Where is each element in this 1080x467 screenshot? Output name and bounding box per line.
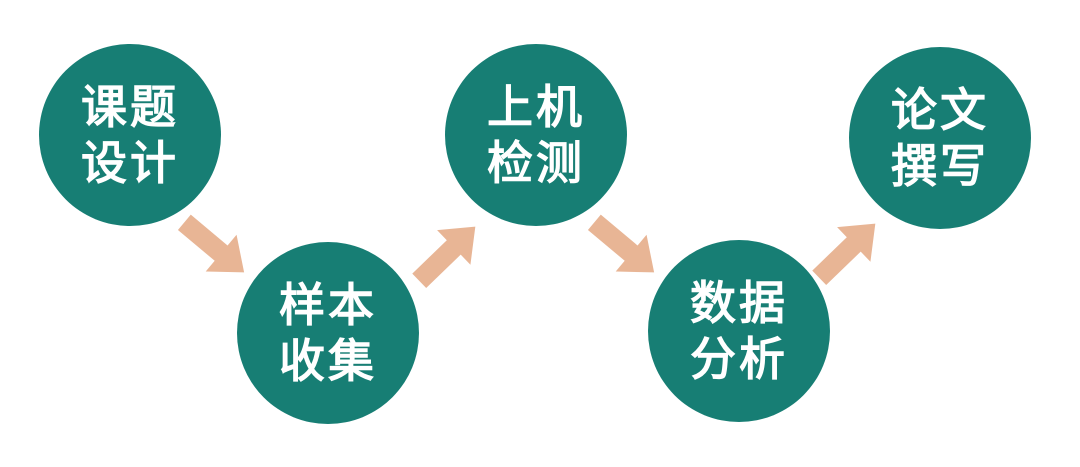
step-data-analysis: 数据 分析: [648, 240, 830, 422]
step-label-line1: 课题: [81, 80, 179, 134]
step-label-line2: 撰写: [891, 139, 989, 193]
step-label-line1: 上机: [487, 80, 585, 134]
step-label-line1: 数据: [690, 276, 788, 330]
step-machine-testing: 上机 检测: [445, 44, 627, 226]
step-label-line1: 样本: [279, 278, 377, 332]
step-paper-writing: 论文 撰写: [849, 47, 1031, 229]
step-sample-collection: 样本 收集: [237, 242, 419, 424]
step-label-line2: 检测: [487, 136, 585, 190]
arrow-down-right-icon: [177, 214, 245, 273]
arrow-up-right-icon: [412, 226, 476, 288]
step-label-line2: 设计: [81, 136, 179, 190]
step-label-line2: 分析: [690, 332, 788, 386]
step-label-line2: 收集: [279, 334, 377, 388]
step-label-line1: 论文: [891, 83, 989, 137]
step-topic-design: 课题 设计: [39, 44, 221, 226]
arrow-down-right-icon: [587, 214, 655, 273]
